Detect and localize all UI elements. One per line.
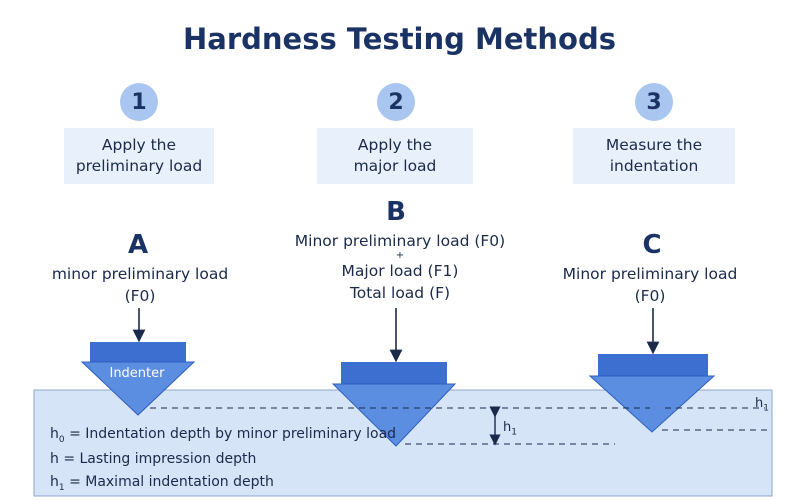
stage-b-plus: + xyxy=(395,250,405,261)
h1-label: h1 xyxy=(503,420,517,438)
h1-label-symbol: h xyxy=(503,420,512,435)
step-3-box: Measure the indentation xyxy=(573,128,735,184)
step-3-line2: indentation xyxy=(609,157,699,175)
step-2-line2: major load xyxy=(353,157,437,175)
step-2-line1: Apply the xyxy=(357,136,433,154)
legend-h1-sub: 1 xyxy=(58,482,65,493)
h1-right-label: h1 xyxy=(755,396,769,414)
stage-b-letter: B xyxy=(386,197,406,227)
legend-h1-text: = Maximal indentation depth xyxy=(69,474,274,490)
stage-c-line2: (F0) xyxy=(634,287,666,305)
indenter-label: Indenter xyxy=(109,366,165,381)
indenter-a xyxy=(80,342,196,416)
indenter-c xyxy=(588,354,716,433)
stage-a-label: minor preliminary load (F0) xyxy=(40,263,240,307)
legend-h-symbol: h xyxy=(50,451,59,467)
legend-item-h0: h0 = Indentation depth by minor prelimin… xyxy=(50,426,396,445)
legend-h0-sub: 0 xyxy=(58,434,65,445)
step-3-line1: Measure the xyxy=(605,136,703,154)
legend-h-text: = Lasting impression depth xyxy=(63,451,257,467)
indenter-b xyxy=(331,362,457,447)
stage-a-letter: A xyxy=(127,230,149,260)
step-1-line2: preliminary load xyxy=(75,157,203,175)
legend-h0-symbol: h xyxy=(50,426,59,442)
stage-b-label: Minor preliminary load (F0) + Major load… xyxy=(275,230,525,304)
h1-right-symbol: h xyxy=(755,396,764,411)
stage-a-line1: minor preliminary load xyxy=(51,265,229,283)
stage-b-line2: Major load (F1) xyxy=(341,262,459,280)
legend-item-h: h = Lasting impression depth xyxy=(50,451,256,467)
stage-b-line3: Total load (F) xyxy=(349,284,451,302)
stage-c-letter: C xyxy=(642,230,662,260)
legend-item-h1: h1 = Maximal indentation depth xyxy=(50,474,274,493)
stage-c-label: Minor preliminary load (F0) xyxy=(550,263,750,307)
step-2-badge: 2 xyxy=(377,83,415,121)
h1-right-sub: 1 xyxy=(763,403,769,414)
legend-h0-text: = Indentation depth by minor preliminary… xyxy=(69,426,397,442)
stage-c-line1: Minor preliminary load xyxy=(562,265,738,283)
h1-label-sub: 1 xyxy=(511,427,517,438)
step-1-badge: 1 xyxy=(120,83,158,121)
page-title: Hardness Testing Methods xyxy=(183,22,616,56)
stage-b-line1: Minor preliminary load (F0) xyxy=(294,232,506,250)
step-1-line1: Apply the xyxy=(101,136,177,154)
step-1-box: Apply the preliminary load xyxy=(64,128,214,184)
step-3-badge: 3 xyxy=(635,83,673,121)
stage-a-line2: (F0) xyxy=(124,287,156,305)
step-2-box: Apply the major load xyxy=(317,128,473,184)
legend-h1-symbol: h xyxy=(50,474,59,490)
